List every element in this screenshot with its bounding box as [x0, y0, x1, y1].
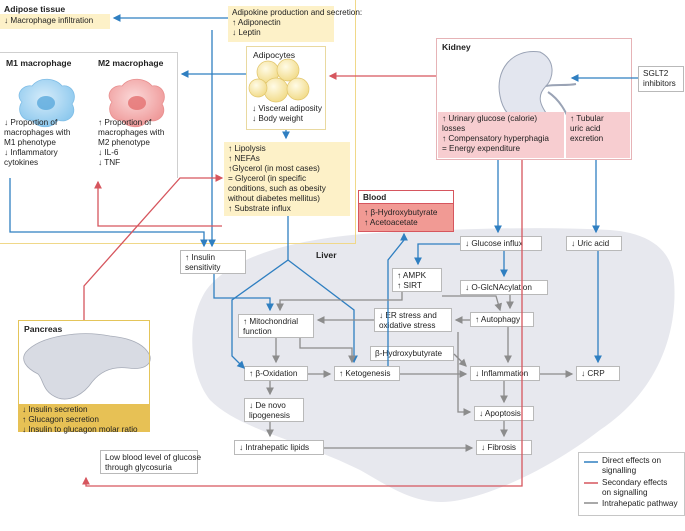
blood-header: Blood	[358, 190, 454, 204]
m2-effects: ↑ Proportion of macrophages with M2 phen…	[98, 118, 165, 167]
beta-hydroxybutyrate-box: β-Hydroxybutyrate	[370, 346, 454, 361]
pancreas-title: Pancreas	[24, 324, 63, 334]
ketogenesis-box: ↑ Ketogenesis	[334, 366, 400, 381]
macrophage-panel	[0, 52, 178, 178]
glucose-influx-box: ↓ Glucose influx	[460, 236, 542, 251]
kidney-panel	[436, 38, 632, 160]
adipocytes-title: Adipocytes	[253, 50, 296, 60]
legend-item-intrahepatic: Intrahepatic pathway	[602, 499, 678, 508]
intrahepatic-lipids-box: ↓ Intrahepatic lipids	[234, 440, 324, 455]
inflammation-box: ↓ Inflammation	[470, 366, 540, 381]
sglt2-inhibitors-box: SGLT2 inhibitors	[638, 66, 684, 92]
adipocytes-shape	[248, 58, 310, 103]
blood-title: Blood	[363, 193, 387, 202]
macrophage-infiltration-box: ↓ Macrophage infiltration	[0, 14, 110, 29]
adipokine-line: ↓ Leptin	[232, 28, 261, 37]
blood-items: ↑ β-Hydroxybutyrate ↑ Acetoacetate	[364, 208, 438, 227]
tubular-uric-acid-box: ↑ Tubular uric acid excretion	[566, 112, 630, 158]
lipolysis-box: ↑ Lipolysis ↑ NEFAs ↑Glycerol (in most c…	[224, 142, 350, 216]
adipocytes-panel	[246, 46, 326, 130]
liver-title: Liver	[316, 250, 337, 260]
o-glcnacylation-box: ↓ O-GlcNAcylation	[460, 280, 548, 295]
autophagy-box: ↑ Autophagy	[470, 312, 534, 327]
beta-oxidation-box: ↑ β-Oxidation	[244, 366, 308, 381]
kidney-title: Kidney	[442, 42, 471, 52]
adipokine-line: ↑ Adiponectin	[232, 18, 281, 27]
apoptosis-box: ↓ Apoptosis	[474, 406, 534, 421]
m2-macrophage-title: M2 macrophage	[98, 58, 164, 68]
adipokine-line: Adipokine production and secretion:	[232, 8, 363, 17]
crp-box: ↓ CRP	[576, 366, 620, 381]
m1-effects: ↓ Proportion of macrophages with M1 phen…	[4, 118, 71, 167]
pancreas-effects-box: ↓ Insulin secretion ↑ Glucagon secretion…	[18, 404, 150, 434]
adipose-tissue-title: Adipose tissue	[4, 4, 66, 14]
fibrosis-box: ↓ Fibrosis	[476, 440, 532, 455]
ampk-sirt-box: ↑ AMPK↑ SIRT	[392, 268, 442, 292]
legend-swatches	[584, 461, 598, 504]
adipocyte-effects: ↓ Visceral adiposity ↓ Body weight	[252, 104, 322, 123]
uric-acid-box: ↓ Uric acid	[566, 236, 622, 251]
m1-macrophage-title: M1 macrophage	[6, 58, 72, 68]
macrophage-infiltration-text: ↓ Macrophage infiltration	[4, 16, 94, 25]
adipokine-box: Adipokine production and secretion: ↑ Ad…	[228, 6, 363, 42]
kidney-effects-box: ↑ Urinary glucose (calorie) losses ↑ Com…	[438, 112, 564, 158]
